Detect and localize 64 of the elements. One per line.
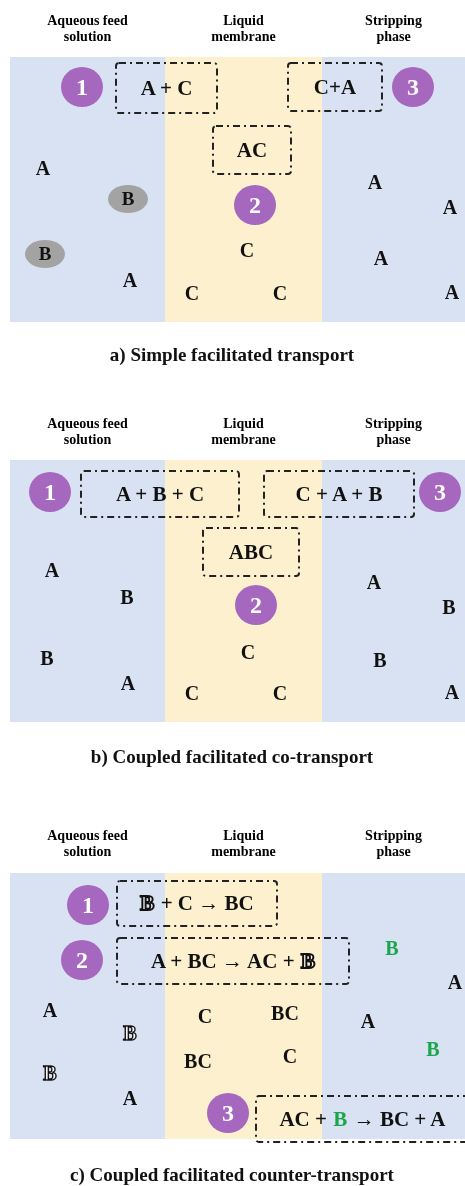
- species-label: A: [442, 195, 458, 219]
- species-label: BC: [184, 1049, 212, 1073]
- phase-heading: Aqueous feed solution: [46, 416, 129, 448]
- phase-heading: Liquid membrane: [210, 13, 277, 45]
- step-number: 3: [419, 472, 461, 512]
- species-label: A: [122, 268, 138, 292]
- species-label: A: [42, 998, 58, 1022]
- species-label: A: [35, 156, 51, 180]
- step-number: 3: [392, 67, 434, 107]
- complex-box: AC: [212, 125, 292, 175]
- phase-heading: Stripping phase: [364, 13, 423, 45]
- step-number: 3: [207, 1093, 249, 1133]
- phase-heading: Stripping phase: [364, 828, 423, 860]
- species-label: A: [373, 246, 389, 270]
- species-label: C: [239, 238, 255, 262]
- species-label: B: [442, 595, 456, 619]
- species-label: BC: [271, 1001, 299, 1025]
- species-label: A: [444, 680, 460, 704]
- species-label: B: [385, 936, 399, 960]
- species-label: B: [123, 1021, 137, 1045]
- highlighted-species: B: [108, 185, 148, 213]
- species-label: B: [120, 585, 134, 609]
- species-label: C: [272, 681, 288, 705]
- complex-box: C+A: [287, 62, 383, 112]
- phase-heading: Liquid membrane: [210, 416, 277, 448]
- step-number: 1: [29, 472, 71, 512]
- species-label: C: [272, 281, 288, 305]
- complex-box: A + C: [115, 62, 218, 114]
- phase-heading: Aqueous feed solution: [46, 13, 129, 45]
- species-label: B: [40, 646, 54, 670]
- species-label: A: [367, 170, 383, 194]
- complex-box: AC + B → BC + A: [255, 1095, 465, 1143]
- species-label: C: [282, 1044, 298, 1068]
- species-label: B: [373, 648, 387, 672]
- panel-caption: b) Coupled facilitated co-transport: [90, 746, 374, 768]
- species-label: A: [366, 570, 382, 594]
- panel-caption: a) Simple facilitated transport: [109, 344, 355, 366]
- step-number: 1: [67, 885, 109, 925]
- phase-heading: Stripping phase: [364, 416, 423, 448]
- species-label: A: [120, 671, 136, 695]
- species-label: A: [447, 970, 463, 994]
- species-label: B: [426, 1037, 440, 1061]
- step-number: 2: [234, 185, 276, 225]
- step-number: 1: [61, 67, 103, 107]
- species-label: C: [184, 281, 200, 305]
- complex-box: B + C → BC: [116, 880, 278, 927]
- highlighted-species: B: [25, 240, 65, 268]
- species-label: A: [360, 1009, 376, 1033]
- complex-box: A + BC → AC + B: [116, 937, 350, 985]
- phase-heading: Aqueous feed solution: [46, 828, 129, 860]
- complex-box: ABC: [202, 527, 300, 577]
- species-label: B: [43, 1061, 57, 1085]
- species-label: C: [240, 640, 256, 664]
- step-number: 2: [235, 585, 277, 625]
- species-label: C: [197, 1004, 213, 1028]
- species-label: A: [44, 558, 60, 582]
- phase-heading: Liquid membrane: [210, 828, 277, 860]
- species-label: C: [184, 681, 200, 705]
- step-number: 2: [61, 940, 103, 980]
- panel-caption: c) Coupled facilitated counter-transport: [70, 1164, 394, 1186]
- species-label: A: [122, 1086, 138, 1110]
- complex-box: A + B + C: [80, 470, 240, 518]
- species-label: A: [444, 280, 460, 304]
- complex-box: C + A + B: [263, 470, 415, 518]
